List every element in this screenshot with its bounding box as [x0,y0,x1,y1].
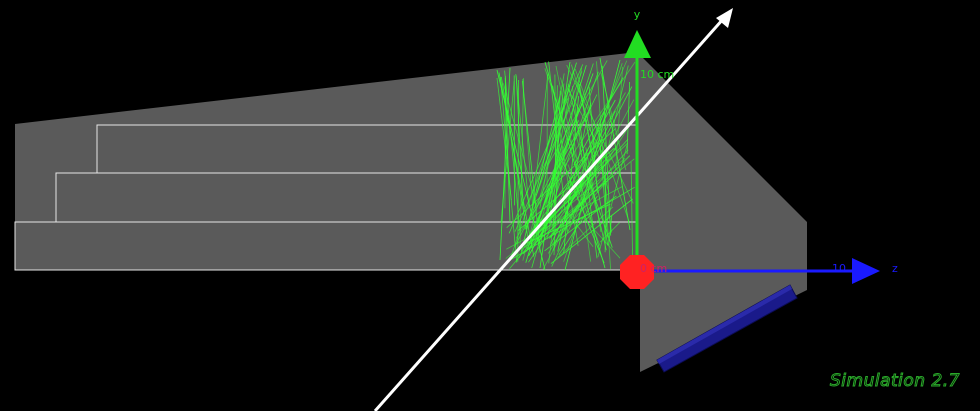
mother-volume [15,52,807,372]
trajectory-segment [523,142,628,245]
watermark-logo: Simulation 2.7 [830,371,960,391]
origin-octagon [620,255,654,289]
trajectory-segment [542,99,635,270]
beam-arrowhead [716,8,733,28]
z-axis: 10 z [637,258,898,284]
trajectory-segment [630,162,633,263]
trajectory-segment [559,154,605,264]
y-axis-tick-label: 10 cm [640,68,674,81]
trajectory-segment [582,216,621,259]
trajectory-segment [530,80,592,239]
y-axis-label: y [634,8,641,21]
trajectory-segment [515,75,524,210]
layer-plates [14,124,638,271]
trajectory-segment [588,86,598,193]
trajectory-segment [520,94,561,252]
origin-marker: 0 cm [620,255,667,289]
trajectory-segment [599,57,631,231]
trajectory-segment [499,67,511,261]
trajectory-segment [527,138,629,250]
trajectory-segment [496,77,512,201]
trajectory-segment [503,83,538,207]
trajectory-segment [572,133,592,262]
detector-slab-shade [657,285,792,364]
trajectory-segment [504,77,511,222]
particle-trajectories [496,57,636,271]
trajectory-segment [519,78,524,245]
trajectory-segment [510,70,574,257]
trajectory-segment [606,65,629,154]
z-axis-label: z [892,262,898,275]
trajectory-segment [557,206,614,258]
trajectory-segment [557,102,592,252]
plate-bottom [14,221,638,271]
trajectory-segment [496,69,546,271]
trajectory-segment [567,84,607,251]
z-axis-tick-label: 10 [832,262,846,275]
trajectory-segment [555,65,582,188]
y-axis: y 10 cm [624,8,674,270]
trajectory-segment [626,81,630,155]
y-axis-arrowhead [624,30,651,58]
trajectory-segment [565,210,594,248]
trajectory-segment [567,88,608,162]
trajectory-segment [539,73,565,209]
z-axis-arrowhead [852,258,880,284]
trajectory-segment [596,61,611,270]
trajectory-segment [571,85,586,186]
trajectory-segment [553,90,561,256]
trajectory-segment [544,195,617,252]
trajectory-segment [539,61,571,269]
trajectory-segment [560,77,597,210]
trajectory-segment [550,198,633,264]
trajectory-segment [504,75,506,209]
beam-arrow [373,8,733,411]
trajectory-segment [508,64,584,234]
trajectory-segment [544,61,606,269]
origin-label: 0 cm [640,262,667,275]
beam-line [373,17,726,411]
